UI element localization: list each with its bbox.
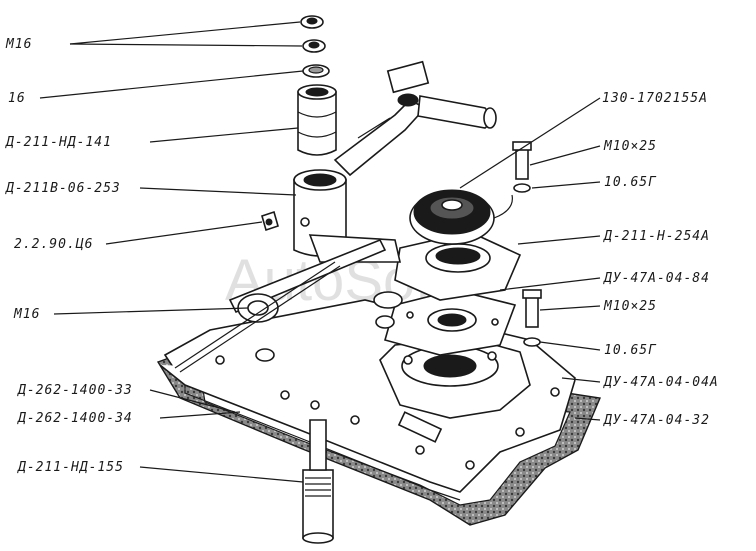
pulley (409, 189, 513, 245)
label-d262-34: Д-262-1400-34 (17, 411, 133, 426)
seal-ring (394, 231, 522, 301)
label-du47-32: ДУ-47А-04-32 (603, 413, 710, 428)
clip-part (261, 210, 279, 232)
label-m10x25-lower: М10×25 (603, 299, 657, 314)
label-d211-nd-141: Д-211-НД-141 (5, 135, 112, 150)
label-du47-04a: ДУ-47А-04-04А (603, 375, 719, 390)
bushing-stack (297, 84, 337, 156)
bolt-m10-upper (512, 141, 532, 193)
washer-16 (302, 64, 330, 78)
label-1065g-lower: 10.65Г (604, 343, 657, 358)
label-d211b-06-253: Д-211В-06-253 (5, 181, 121, 196)
label-m16-top: М16 (5, 37, 32, 52)
nut-m16-a (300, 15, 324, 29)
label-du47-84: ДУ-47А-04-84 (603, 271, 710, 286)
cover-nut-b (375, 315, 395, 329)
cover-nut-a (255, 348, 275, 362)
label-washer-16: 16 (8, 91, 26, 106)
flange-plate (384, 289, 517, 356)
leader-lines (39, 21, 601, 483)
nut-m16-b (302, 39, 326, 53)
lever-arm (333, 60, 497, 177)
label-2290-c6: 2.2.90.Ц6 (14, 237, 93, 252)
label-m16-mid: М16 (13, 307, 40, 322)
shaft-bracket (174, 169, 403, 373)
label-m10x25-upper: М10×25 (603, 139, 657, 154)
flange-housing (379, 337, 531, 419)
label-1065g-upper: 10.65Г (604, 175, 657, 190)
bolt-m10-lower (522, 289, 542, 347)
label-d211-nd-155: Д-211-НД-155 (17, 460, 124, 475)
label-d262-33: Д-262-1400-33 (17, 383, 133, 398)
bottom-stud (302, 419, 334, 544)
label-d211-h-254a: Д-211-Н-254А (603, 229, 710, 244)
label-130-1702155a: 130-1702155А (602, 91, 708, 106)
